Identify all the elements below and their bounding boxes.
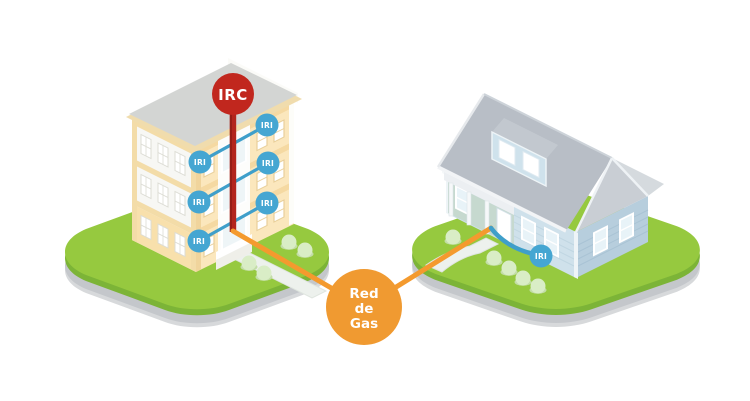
iri-node-label: IRI bbox=[194, 158, 206, 167]
iri-node-house: IRI bbox=[529, 244, 553, 268]
irc-node-label: IRC bbox=[218, 86, 248, 104]
porch-fascia bbox=[444, 172, 514, 215]
iri-node-label: IRI bbox=[261, 121, 273, 130]
iri-node: IRI bbox=[188, 150, 212, 174]
gas-node-label-line2: de bbox=[355, 301, 374, 317]
iri-node-label: IRI bbox=[261, 199, 273, 208]
gas-network-node: Red de Gas bbox=[326, 269, 402, 345]
gas-node-label-line1: Red bbox=[349, 286, 378, 302]
building-roof bbox=[126, 63, 302, 152]
iri-node: IRI bbox=[255, 191, 279, 215]
irc-riser-pipe bbox=[229, 112, 237, 232]
iri-node-label: IRI bbox=[193, 198, 205, 207]
apartment-building bbox=[126, 58, 302, 272]
porch-columns bbox=[448, 182, 490, 235]
iri-node: IRI bbox=[256, 151, 280, 175]
iri-node: IRI bbox=[187, 229, 211, 253]
building-windows-left bbox=[140, 133, 186, 258]
iri-node: IRI bbox=[187, 190, 211, 214]
house-iri-branch-line bbox=[488, 225, 537, 257]
iri-nodes: IRI IRI IRI IRI IRI IRI IRI bbox=[187, 113, 553, 268]
iri-node-label: IRI bbox=[262, 159, 274, 168]
house-gable bbox=[576, 158, 648, 232]
building-entrance bbox=[216, 234, 252, 270]
dormer bbox=[491, 118, 558, 188]
house bbox=[436, 93, 664, 279]
iri-node-label: IRI bbox=[535, 252, 547, 261]
iri-node: IRI bbox=[255, 113, 279, 137]
iri-node-label: IRI bbox=[193, 237, 205, 246]
gas-node-label-line3: Gas bbox=[350, 316, 378, 332]
irc-node: IRC bbox=[212, 73, 254, 115]
house-back-roof bbox=[612, 158, 664, 196]
